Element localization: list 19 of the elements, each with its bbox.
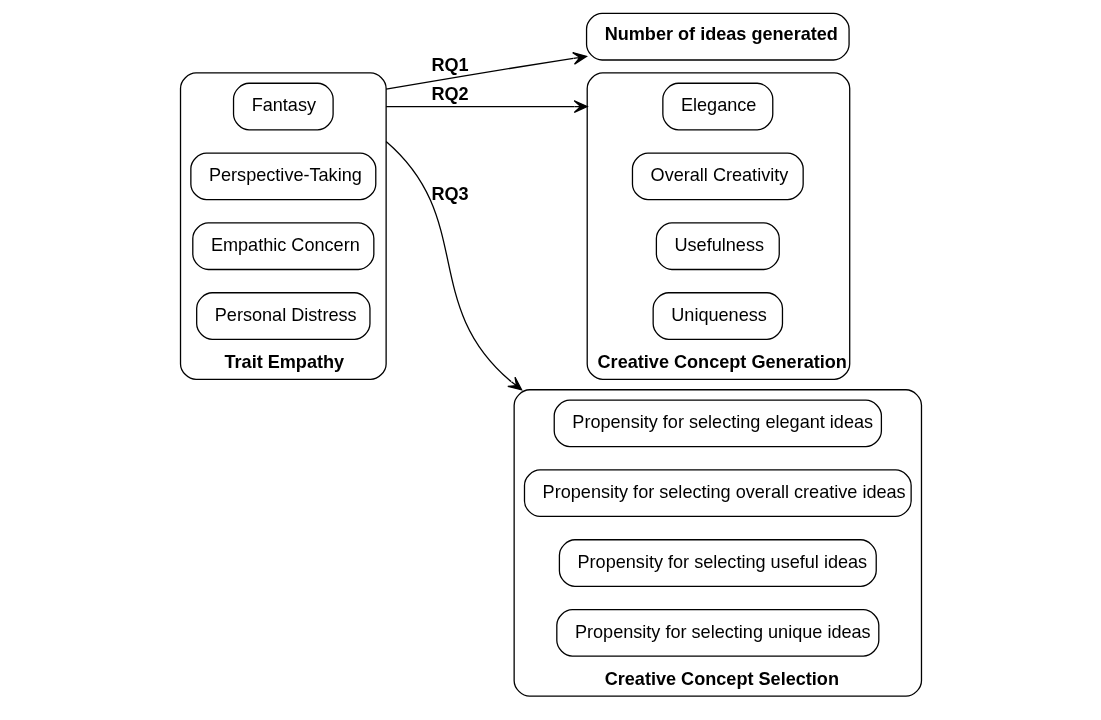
node-box: Fantasy: [232, 82, 334, 131]
node-box: Number of ideas generated: [585, 12, 850, 61]
node-box: Uniqueness: [652, 292, 783, 340]
node-box: Usefulness: [655, 222, 780, 271]
node-box: Overall Creativity: [631, 152, 804, 201]
edge-label: RQ1: [430, 54, 469, 75]
edge-label: RQ3: [430, 183, 469, 204]
arrow: [385, 51, 587, 90]
node-box: Propensity for selecting useful ideas: [558, 539, 877, 587]
node-box: Propensity for selecting unique ideas: [555, 608, 879, 657]
node-box: Propensity for selecting elegant ideas: [553, 399, 882, 448]
node-box: Perspective-Taking: [189, 152, 376, 201]
node-box: Elegance: [661, 82, 773, 131]
node-box: Propensity for selecting overall creative ideas: [523, 469, 912, 518]
node-box: Empathic Concern: [191, 222, 374, 271]
arrow: [385, 100, 588, 113]
arrow: [385, 140, 522, 391]
node-box: Personal Distress: [195, 292, 371, 340]
edge-label: RQ2: [430, 84, 469, 105]
